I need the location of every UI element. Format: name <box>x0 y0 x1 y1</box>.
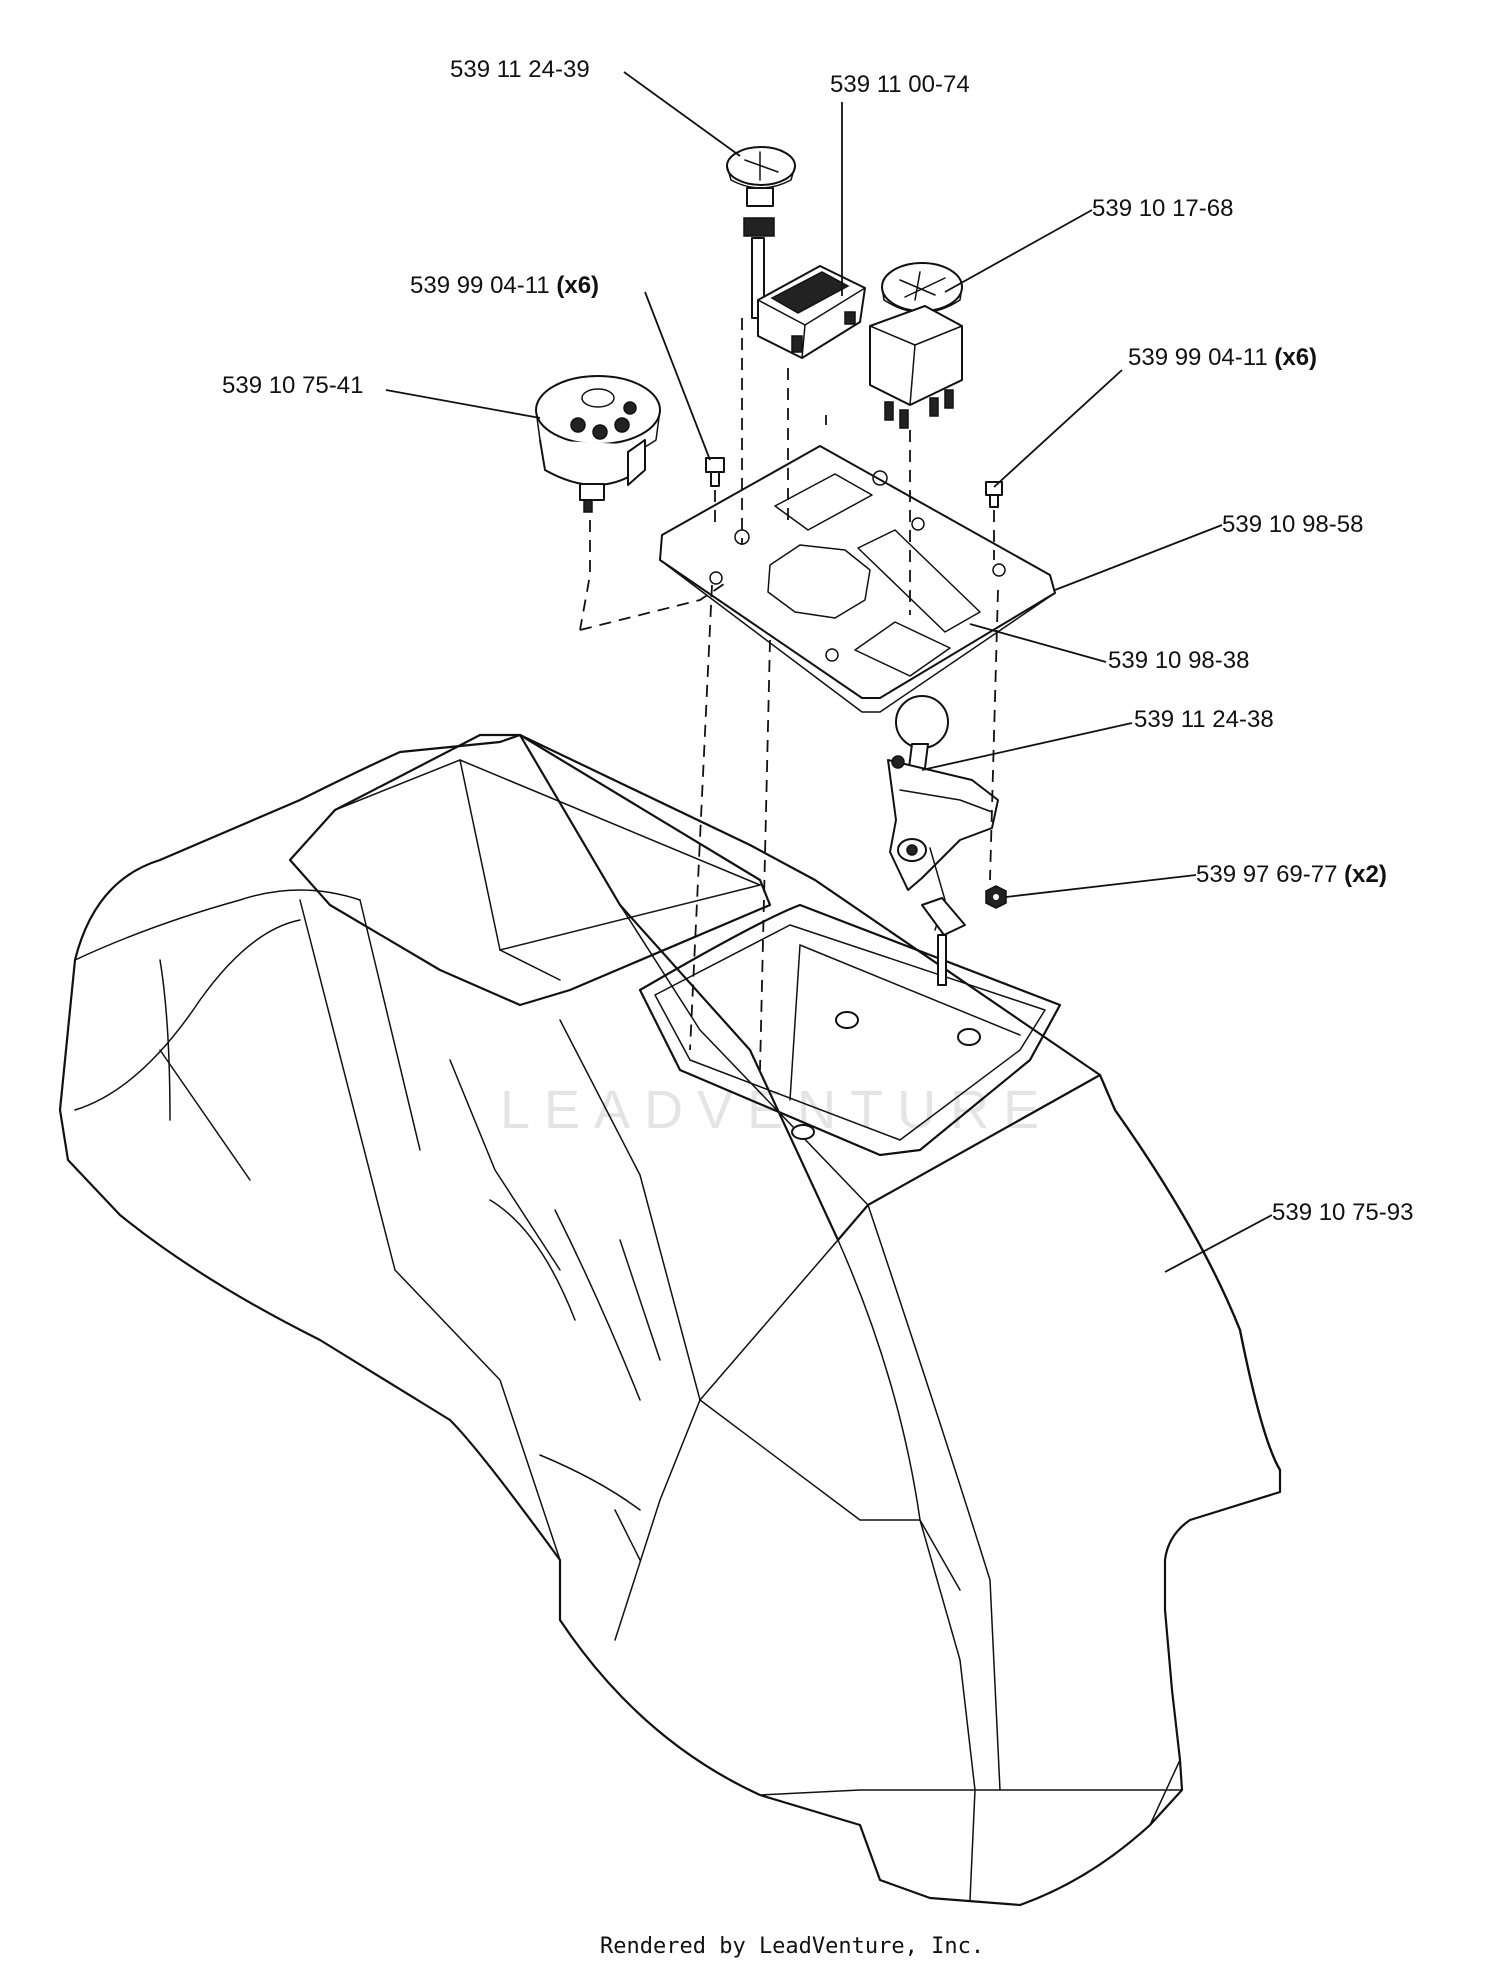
alignment-lines <box>579 318 999 1071</box>
callout-screw-right: 539 99 04-11 (x6) <box>1128 344 1317 371</box>
throttle-lever-drawing <box>887 695 999 986</box>
pto-switch-drawing <box>869 262 963 429</box>
callout-ignition-knob: 539 11 24-39 <box>450 56 590 83</box>
ignition-switch-drawing <box>535 375 661 513</box>
screw-right-drawing <box>985 481 1003 508</box>
callout-screw-left: 539 99 04-11 (x6) <box>410 272 599 299</box>
rocker-switch-drawing <box>757 265 866 359</box>
leader-lines <box>385 71 1273 1273</box>
callout-panel-slot: 539 10 98-38 <box>1108 647 1249 674</box>
nut-drawing <box>985 885 1007 909</box>
callout-ignition-switch: 539 10 75-41 <box>222 372 363 399</box>
callout-pto-switch: 539 10 17-68 <box>1092 195 1233 222</box>
footer-credit: Rendered by LeadVenture, Inc. <box>600 1934 984 1959</box>
screw-left-drawing <box>705 457 725 487</box>
callout-console-cover: 539 10 75-93 <box>1272 1199 1413 1226</box>
callout-throttle-lever: 539 11 24-38 <box>1134 706 1274 733</box>
callout-nut: 539 97 69-77 (x2) <box>1196 861 1387 888</box>
callout-control-panel: 539 10 98-58 <box>1222 511 1363 538</box>
ignition-knob-drawing <box>726 146 796 319</box>
callout-rocker-switch: 539 11 00-74 <box>830 71 970 98</box>
console-cover-drawing <box>58 733 1282 1907</box>
